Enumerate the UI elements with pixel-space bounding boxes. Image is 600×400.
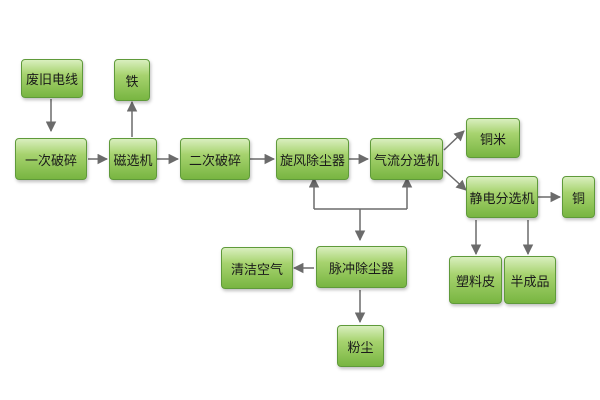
node-secondary-crushing: 二次破碎 bbox=[180, 138, 250, 180]
node-copper-rice: 铜米 bbox=[466, 118, 520, 158]
node-air-separator: 气流分选机 bbox=[370, 138, 443, 180]
node-label: 旋风除尘器 bbox=[279, 153, 345, 169]
node-label: 脉冲除尘器 bbox=[328, 261, 394, 277]
node-label: 粉尘 bbox=[347, 340, 374, 356]
node-label: 清洁空气 bbox=[230, 262, 283, 278]
node-label: 二次破碎 bbox=[188, 153, 241, 169]
node-pulse-dust-collector: 脉冲除尘器 bbox=[316, 246, 407, 288]
node-clean-air: 清洁空气 bbox=[221, 247, 293, 289]
node-label: 铜 bbox=[571, 191, 585, 207]
node-label: 废旧电线 bbox=[25, 73, 78, 88]
node-waste-cable: 废旧电线 bbox=[21, 59, 83, 98]
node-label: 磁选机 bbox=[113, 153, 153, 169]
node-label: 气流分选机 bbox=[373, 153, 439, 169]
node-label: 半成品 bbox=[510, 274, 550, 290]
node-electrostatic-separator: 静电分选机 bbox=[466, 176, 538, 218]
arrow-air-to-copper-rice bbox=[443, 130, 465, 151]
node-label: 一次破碎 bbox=[24, 153, 77, 169]
node-label: 塑料皮 bbox=[455, 274, 495, 290]
node-semi-finished: 半成品 bbox=[504, 256, 556, 304]
node-primary-crushing: 一次破碎 bbox=[15, 138, 87, 180]
node-copper: 铜 bbox=[562, 176, 595, 218]
arrow-air-to-electrostatic bbox=[443, 169, 467, 191]
node-dust: 粉尘 bbox=[337, 325, 384, 367]
node-magnetic-separator: 磁选机 bbox=[109, 138, 157, 180]
node-plastic-skin: 塑料皮 bbox=[449, 256, 502, 304]
node-label: 静电分选机 bbox=[469, 191, 535, 207]
node-label: 铁 bbox=[125, 74, 139, 90]
node-label: 铜米 bbox=[479, 132, 506, 148]
node-cyclone-dust-remover: 旋风除尘器 bbox=[276, 138, 349, 180]
node-iron: 铁 bbox=[114, 59, 150, 101]
